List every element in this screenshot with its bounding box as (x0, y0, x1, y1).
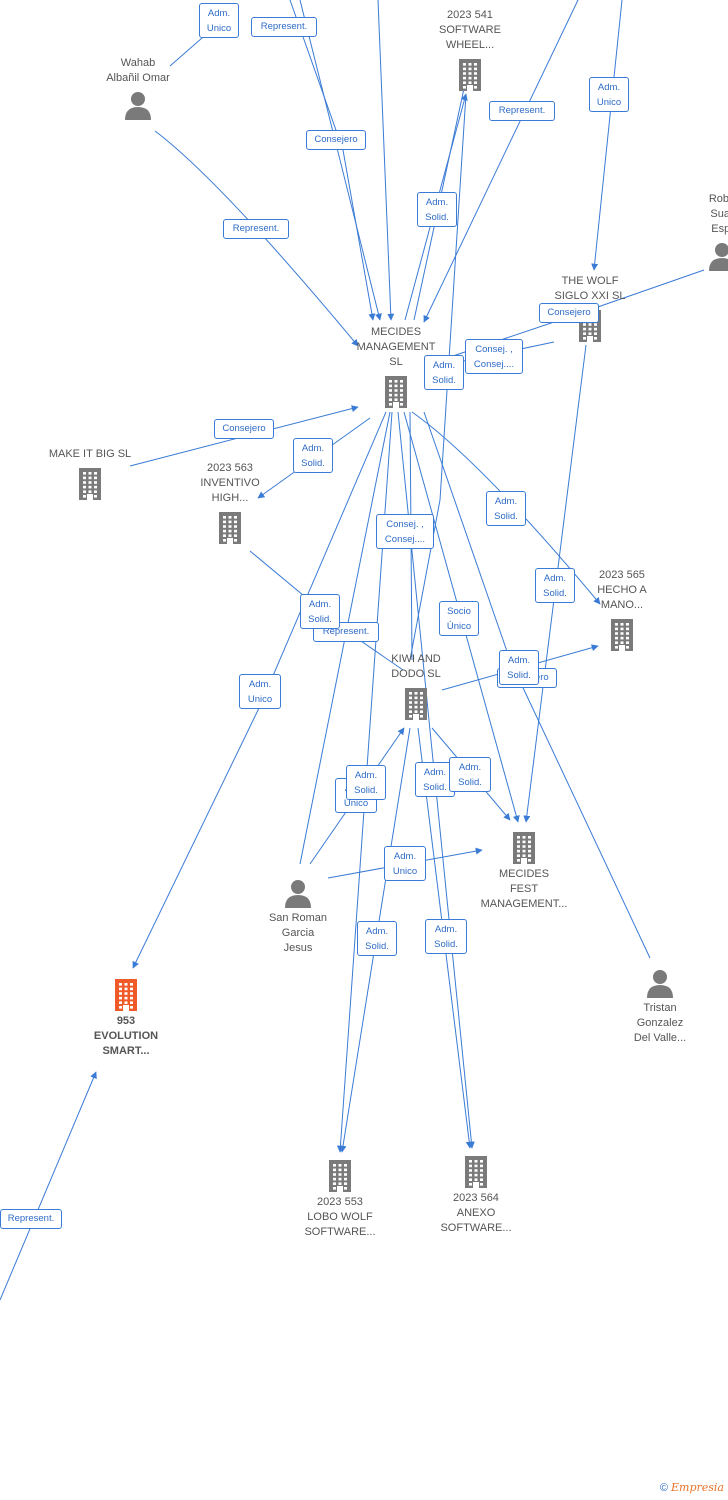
node-label: 2023 541 SOFTWARE WHEEL... (439, 9, 501, 51)
node-kiwi[interactable]: KIWI AND DODO SL (361, 652, 471, 720)
edge-label[interactable]: Represent. (223, 219, 289, 239)
person-icon (285, 880, 311, 908)
node-label: 2023 565 HECHO A MANO... (597, 569, 647, 611)
node-label: 953 EVOLUTION SMART... (93, 1015, 159, 1057)
edge-label[interactable]: Adm. Solid. (449, 757, 491, 792)
node-wahab[interactable]: Wahab Albañil Omar (83, 56, 193, 120)
edge-line (409, 93, 467, 661)
building-icon (611, 619, 633, 651)
node-roberto[interactable]: Robe Suar Espi (667, 192, 728, 271)
edge-label[interactable]: Adm. Unico (239, 674, 281, 709)
node-label: MAKE IT BIG SL (48, 448, 132, 460)
edge-label[interactable]: Adm. Solid. (425, 919, 467, 954)
edge-label[interactable]: Adm. Solid. (415, 762, 455, 797)
edge-label[interactable]: Consej. , Consej.... (465, 339, 523, 374)
node-label: Tristan Gonzalez Del Valle... (633, 1002, 687, 1044)
edge-label[interactable]: Consej. , Consej.... (376, 514, 434, 549)
building-icon (459, 59, 481, 91)
building-icon (115, 979, 137, 1011)
edge-label[interactable]: Represent. (251, 17, 317, 37)
node-lobo[interactable]: 2023 553 LOBO WOLF SOFTWARE... (285, 1158, 395, 1240)
edge-label[interactable]: Adm. Solid. (486, 491, 526, 526)
node-label: KIWI AND DODO SL (391, 653, 441, 680)
node-label: San Roman Garcia Jesus (268, 912, 328, 954)
node-label: MECIDES MANAGEMENT SL (356, 326, 436, 368)
edge-label[interactable]: Adm. Solid. (346, 765, 386, 800)
edge-label[interactable]: Socio Único (439, 601, 479, 636)
node-label: Robe Suar Espi (708, 193, 728, 235)
edge-label[interactable]: Adm. Unico (199, 3, 239, 38)
building-icon (385, 376, 407, 408)
edge-label[interactable]: Consejero (306, 130, 366, 150)
edge-line (289, 0, 376, 321)
edge-label[interactable]: Represent. (0, 1209, 62, 1229)
copyright-symbol: © (659, 1482, 668, 1494)
building-icon (219, 512, 241, 544)
edge-label[interactable]: Adm. Unico (384, 846, 426, 881)
edge-label[interactable]: Adm. Solid. (357, 921, 397, 956)
edge-label[interactable]: Adm. Solid. (535, 568, 575, 603)
node-label: MECIDES FEST MANAGEMENT... (480, 868, 568, 910)
edge-line (0, 1071, 97, 1301)
edge-label[interactable]: Adm. Solid. (499, 650, 539, 685)
node-tristan[interactable]: Tristan Gonzalez Del Valle... (605, 968, 715, 1046)
edge-label[interactable]: Adm. Solid. (424, 355, 464, 390)
edge-line (423, 0, 579, 323)
footer: © Empresia (660, 1481, 724, 1494)
edge-line (591, 0, 623, 271)
node-sanroman[interactable]: San Roman Garcia Jesus (243, 878, 353, 956)
edge-label[interactable]: Adm. Solid. (417, 192, 457, 227)
edge-line (154, 130, 359, 347)
brand-logo[interactable]: Empresia (671, 1481, 724, 1494)
node-hecho[interactable]: 2023 565 HECHO A MANO... (567, 568, 677, 651)
building-icon (465, 1156, 487, 1188)
node-evolution[interactable]: 953 EVOLUTION SMART... (71, 977, 181, 1059)
building-icon (329, 1160, 351, 1192)
node-label: Wahab Albañil Omar (106, 57, 170, 84)
node-label: 2023 564 ANEXO SOFTWARE... (440, 1192, 512, 1234)
person-icon (125, 92, 151, 120)
building-icon (513, 832, 535, 864)
edge-line (169, 37, 203, 67)
node-label: 2023 553 LOBO WOLF SOFTWARE... (304, 1196, 376, 1238)
edge-line (299, 0, 382, 321)
node-sw541[interactable]: 2023 541 SOFTWARE WHEEL... (415, 8, 525, 91)
edge-label[interactable]: Consejero (214, 419, 274, 439)
node-mecides[interactable]: MECIDES MANAGEMENT SL (341, 325, 451, 408)
node-fest[interactable]: MECIDES FEST MANAGEMENT... (469, 830, 579, 912)
person-icon (709, 243, 728, 271)
edge-label[interactable]: Consejero (539, 303, 599, 323)
edge-line (377, 0, 395, 321)
edge-label[interactable]: Represent. (489, 101, 555, 121)
edge-label[interactable]: Adm. Solid. (293, 438, 333, 473)
edge-label[interactable]: Adm. Solid. (300, 594, 340, 629)
node-label: 2023 563 INVENTIVO HIGH... (200, 462, 260, 504)
building-icon (79, 468, 101, 500)
building-icon (405, 688, 427, 720)
node-label: THE WOLF SIGLO XXI SL (554, 275, 626, 302)
node-makeit[interactable]: MAKE IT BIG SL (35, 447, 145, 500)
person-icon (647, 970, 673, 998)
node-anexo[interactable]: 2023 564 ANEXO SOFTWARE... (421, 1154, 531, 1236)
node-inventivo[interactable]: 2023 563 INVENTIVO HIGH... (175, 461, 285, 544)
edge-label[interactable]: Adm. Unico (589, 77, 629, 112)
